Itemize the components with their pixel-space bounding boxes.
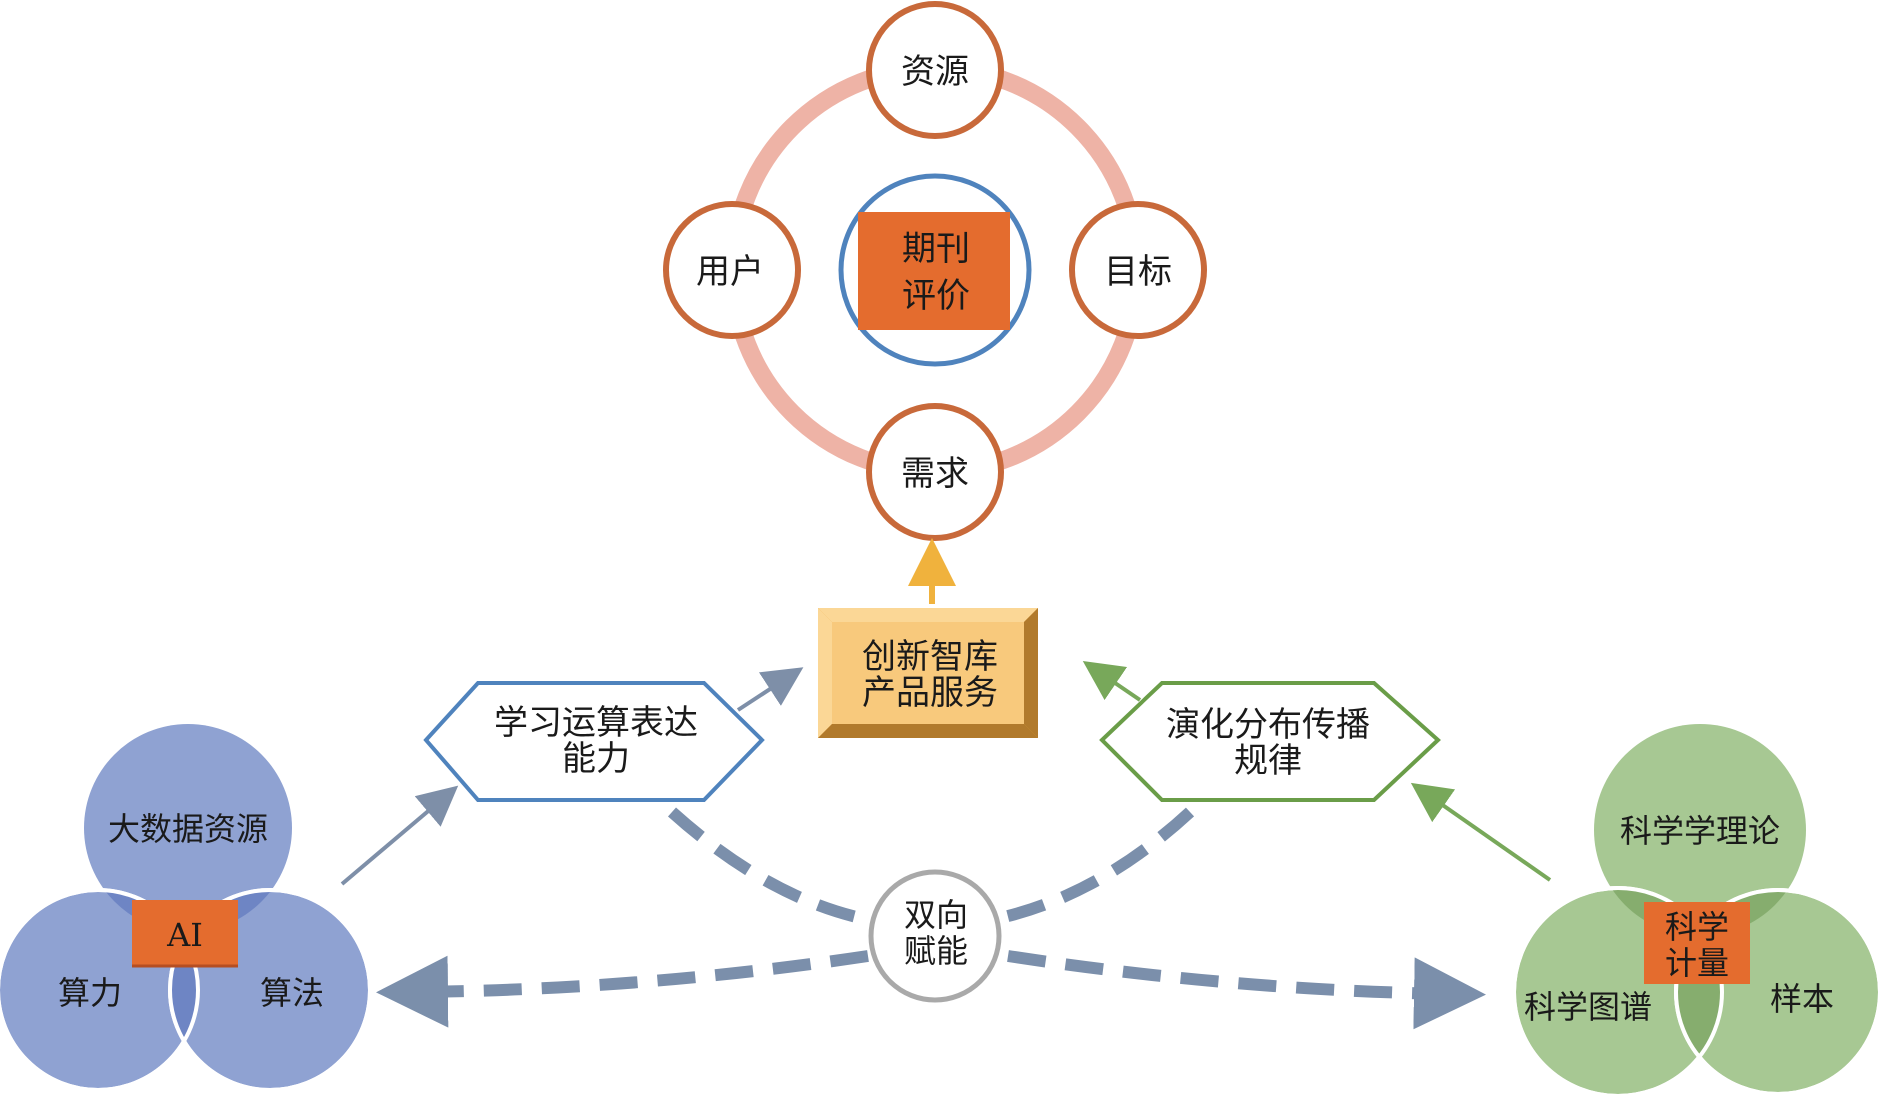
node-goal: 目标 xyxy=(1069,201,1207,339)
right-venn-left-label: 科学图谱 xyxy=(1524,988,1652,1026)
evaluation-cycle: 资源 用户 目标 需求 期刊 评价 xyxy=(663,1,1207,541)
scientometrics-badge-line-1: 科学 xyxy=(1665,908,1729,946)
right-venn: 科学学理论 科学图谱 样本 科学 计量 xyxy=(1512,724,1880,1096)
journal-evaluation-center: 期刊 评价 xyxy=(838,173,1032,367)
node-resource-label: 资源 xyxy=(901,52,969,92)
left-hexagon-line-2: 能力 xyxy=(562,739,630,779)
node-resource: 资源 xyxy=(866,1,1004,139)
node-user: 用户 xyxy=(663,201,801,339)
left-venn: 大数据资源 算力 算法 AI xyxy=(0,724,372,1092)
venn-circle-science-theory xyxy=(1594,724,1806,936)
right-hexagon-to-hub-arrow xyxy=(1082,660,1142,702)
node-user-label: 用户 xyxy=(696,252,764,292)
left-hexagon: 学习运算表达 能力 xyxy=(423,681,765,802)
scientometrics-badge: 科学 计量 xyxy=(1644,902,1750,984)
bidirectional-circle: 双向 赋能 xyxy=(868,869,1002,1003)
right-hexagon: 演化分布传播 规律 xyxy=(1099,681,1441,802)
left-venn-right-label: 算法 xyxy=(260,974,324,1012)
ai-badge-label: AI xyxy=(166,916,203,954)
left-hexagon-to-hub-arrow xyxy=(736,667,804,712)
node-demand: 需求 xyxy=(866,403,1004,541)
center-label-line-2: 评价 xyxy=(902,276,970,316)
right-venn-right-label: 样本 xyxy=(1770,980,1834,1018)
left-venn-left-label: 算力 xyxy=(58,974,122,1012)
bidirectional-line-1: 双向 xyxy=(904,896,968,934)
hub-label-line-1: 创新智库 xyxy=(862,637,998,677)
center-label-line-1: 期刊 xyxy=(902,229,970,269)
bidirectional-empowerment-arrows xyxy=(376,807,1486,1030)
left-venn-to-hexagon-arrow xyxy=(340,785,459,886)
ai-badge: AI xyxy=(132,900,238,968)
left-venn-top-label: 大数据资源 xyxy=(108,810,268,848)
right-venn-to-hexagon-arrow xyxy=(1410,782,1552,882)
right-hexagon-line-1: 演化分布传播 xyxy=(1166,705,1370,745)
node-demand-label: 需求 xyxy=(901,454,969,494)
left-hexagon-line-1: 学习运算表达 xyxy=(494,703,698,743)
right-hexagon-line-2: 规律 xyxy=(1234,741,1302,781)
innovation-hub-box: 创新智库 产品服务 xyxy=(818,608,1038,738)
hub-label-line-2: 产品服务 xyxy=(862,673,998,713)
right-venn-top-label: 科学学理论 xyxy=(1620,812,1780,850)
node-goal-label: 目标 xyxy=(1104,252,1172,292)
bidirectional-line-2: 赋能 xyxy=(904,932,968,970)
scientometrics-badge-line-2: 计量 xyxy=(1665,944,1729,982)
venn-circle-big-data xyxy=(84,724,292,932)
